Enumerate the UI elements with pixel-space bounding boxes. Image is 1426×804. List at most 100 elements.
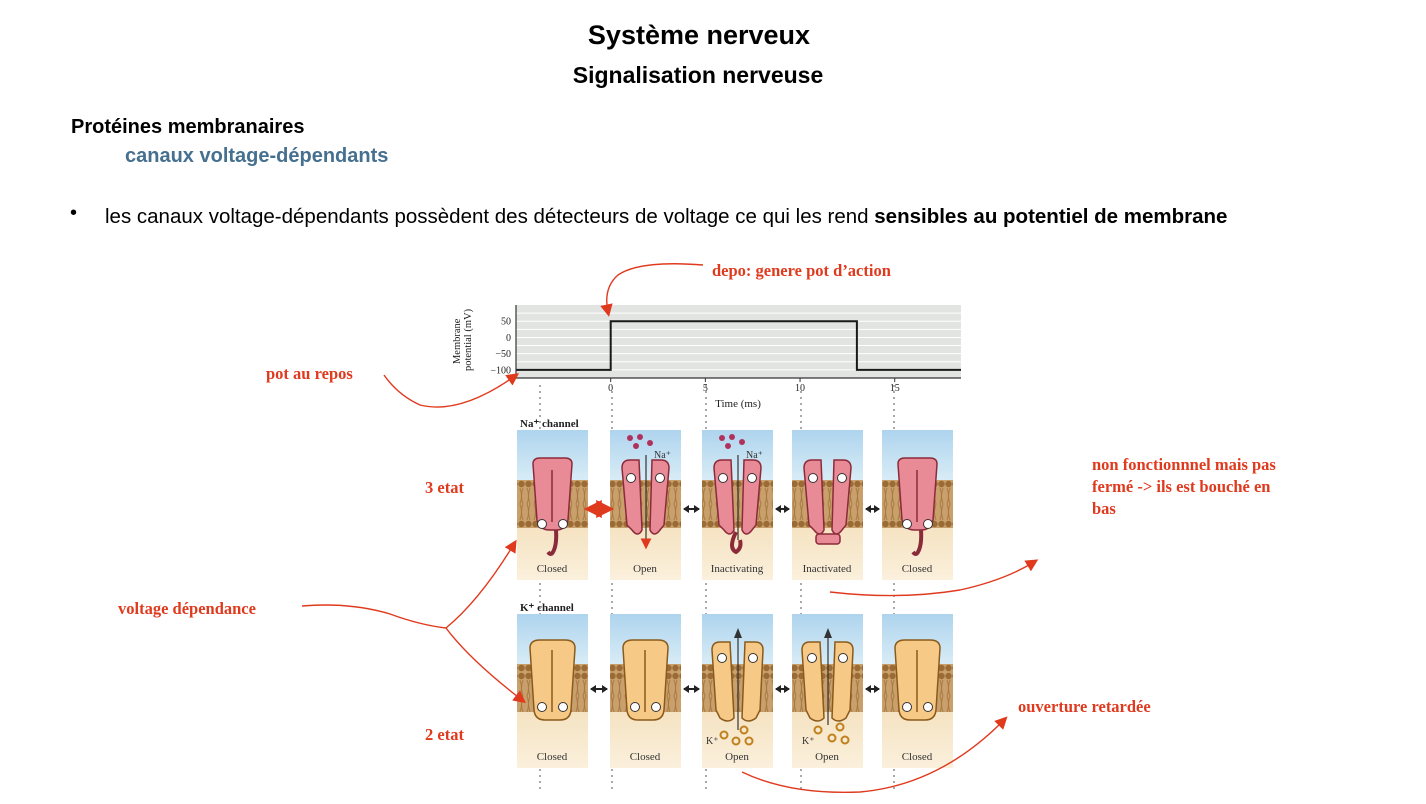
voltage-sensor-charge xyxy=(651,702,661,712)
intracellular-space xyxy=(610,712,681,768)
voltage-arrow-k xyxy=(445,627,526,704)
voltage-sensor-charge xyxy=(717,653,727,663)
y-tick-label: −50 xyxy=(495,349,511,360)
y-axis-label-line-2: potential (mV) xyxy=(463,308,474,371)
k-ion xyxy=(744,736,754,746)
voltage-sensor-charge xyxy=(923,519,933,529)
k-ion xyxy=(840,735,850,745)
voltage-sensor-charge xyxy=(747,473,757,483)
annotation-na-states: 3 etat xyxy=(425,478,464,497)
voltage-sensor-charge xyxy=(558,519,568,529)
arrowhead xyxy=(775,685,790,693)
voltage-sensor-charge xyxy=(923,702,933,712)
na-ion xyxy=(725,443,731,449)
na-transition-arrowheads xyxy=(683,505,880,513)
intracellular-space xyxy=(517,712,588,768)
k-channel-protein xyxy=(711,641,735,722)
state-label: Closed xyxy=(630,751,661,763)
state-label: Open xyxy=(815,751,839,763)
ion-flow-arrowhead xyxy=(734,628,742,638)
arrowhead xyxy=(775,505,790,513)
k-panel-closed-2: Closed xyxy=(610,614,681,768)
annotation-voltage: voltage dépendance xyxy=(118,599,256,618)
k-channel-protein xyxy=(801,641,825,722)
na-panel-inactivating: Na⁺ Inactivating xyxy=(702,430,773,580)
voltage-sensor-charge xyxy=(837,473,847,483)
voltage-sensor-charge xyxy=(808,473,818,483)
na-ion-label: Na⁺ xyxy=(654,450,671,461)
voltage-sensor-charge xyxy=(630,702,640,712)
intracellular-space xyxy=(882,712,953,768)
k-channel-protein xyxy=(831,641,854,722)
voltage-sensor-charge xyxy=(537,519,547,529)
slide-title: Système nerveux xyxy=(587,20,811,50)
bullet-marker: • xyxy=(70,202,78,224)
na-ion-label: Na⁺ xyxy=(746,450,763,461)
k-ion xyxy=(835,722,845,732)
voltage-arrow-na xyxy=(445,539,517,629)
state-label: Closed xyxy=(537,563,568,575)
voltage-sensor-charge xyxy=(558,702,568,712)
k-ion xyxy=(739,725,749,735)
x-tick-label: 0 xyxy=(608,383,613,394)
annotation-repos: pot au repos xyxy=(266,364,353,383)
inactivation-gate xyxy=(546,529,559,556)
state-label: Closed xyxy=(902,563,933,575)
na-ion xyxy=(633,443,639,449)
na-ion xyxy=(729,434,735,440)
na-panel-closed-again: Closed xyxy=(882,430,953,580)
annotation-inactivated-line: non fonctionnnel mais pas xyxy=(1092,455,1276,474)
state-label: Inactivating xyxy=(711,563,764,575)
k-panel-closed: Closed xyxy=(517,614,588,768)
state-label: Inactivated xyxy=(803,563,852,575)
na-ion xyxy=(637,434,643,440)
ion-flow-arrowhead xyxy=(824,628,832,638)
k-ion-label: K⁺ xyxy=(706,736,719,747)
k-ion xyxy=(719,730,729,740)
voltage-sensor-charge xyxy=(807,653,817,663)
arrowhead xyxy=(683,685,700,693)
annotation-arrows xyxy=(301,263,1039,794)
voltage-sensor-charge xyxy=(902,702,912,712)
inactivation-gate-plug xyxy=(815,533,841,545)
inactivation-gate xyxy=(911,529,924,556)
k-panel-open-2: K⁺ Open xyxy=(792,614,863,768)
y-ticks: 500−50−100 xyxy=(490,317,511,377)
na-channel-row: Closed Na⁺ Open xyxy=(517,430,953,580)
k-channel-label: K⁺ channel xyxy=(520,602,574,614)
x-tick-label: 15 xyxy=(890,383,900,394)
y-tick-label: 50 xyxy=(501,317,511,328)
k-panel-open: K⁺ Open xyxy=(702,614,773,768)
arrowhead xyxy=(683,505,700,513)
voltage-sensor-charge xyxy=(902,519,912,529)
na-panel-open: Na⁺ Open xyxy=(610,430,681,580)
na-channel-label: Na⁺ channel xyxy=(520,418,579,430)
x-tick-label: 5 xyxy=(703,383,708,394)
annotation-inactivated-line: fermé -> ils est bouché en xyxy=(1092,477,1271,496)
y-axis-label: Membrane potential (mV) xyxy=(452,308,474,371)
repos-arrow xyxy=(383,373,520,408)
y-tick-label: 0 xyxy=(506,333,511,344)
voltage-sensor-charge xyxy=(626,473,636,483)
voltage-sensor-charge xyxy=(748,653,758,663)
y-axis-label-line-1: Membrane xyxy=(452,318,463,364)
na-ion xyxy=(647,440,653,446)
slide-subtitle: Signalisation nerveuse xyxy=(572,62,824,88)
delayed-arrow xyxy=(741,716,1008,794)
voltage-sensor-charge xyxy=(718,473,728,483)
x-axis-label: Time (ms) xyxy=(715,398,761,410)
arrowhead xyxy=(865,505,880,513)
k-ion xyxy=(731,736,741,746)
annotation-delayed: ouverture retardée xyxy=(1018,697,1151,716)
na-ion xyxy=(719,435,725,441)
state-label: Open xyxy=(633,563,657,575)
plot-background xyxy=(516,305,961,378)
state-label: Closed xyxy=(902,751,933,763)
k-channel-row: Closed Closed xyxy=(517,505,953,768)
annotation-inactivated-line: bas xyxy=(1092,499,1116,518)
subsection-heading: canaux voltage-dépendants xyxy=(125,145,389,167)
state-label: Open xyxy=(725,751,749,763)
